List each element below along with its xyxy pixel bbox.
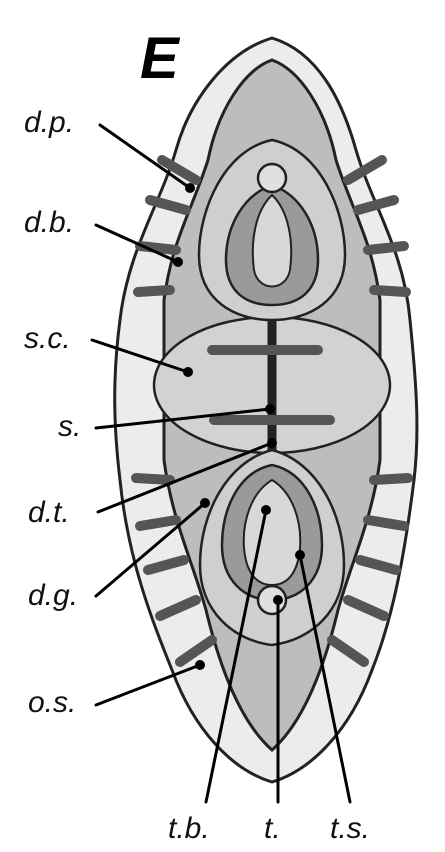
label-db: d.b. bbox=[24, 206, 74, 239]
label-os: o.s. bbox=[28, 686, 76, 719]
label-t: t. bbox=[264, 812, 281, 845]
label-tb: t.b. bbox=[168, 812, 210, 845]
upper-tentacle-coil bbox=[258, 164, 286, 192]
panel-letter: E bbox=[140, 26, 181, 91]
label-ts: t.s. bbox=[330, 812, 370, 845]
label-dt: d.t. bbox=[28, 496, 70, 529]
label-dp: d.p. bbox=[24, 106, 74, 139]
label-dg: d.g. bbox=[28, 579, 78, 612]
label-s: s. bbox=[58, 410, 81, 443]
label-sc: s.c. bbox=[24, 322, 71, 355]
